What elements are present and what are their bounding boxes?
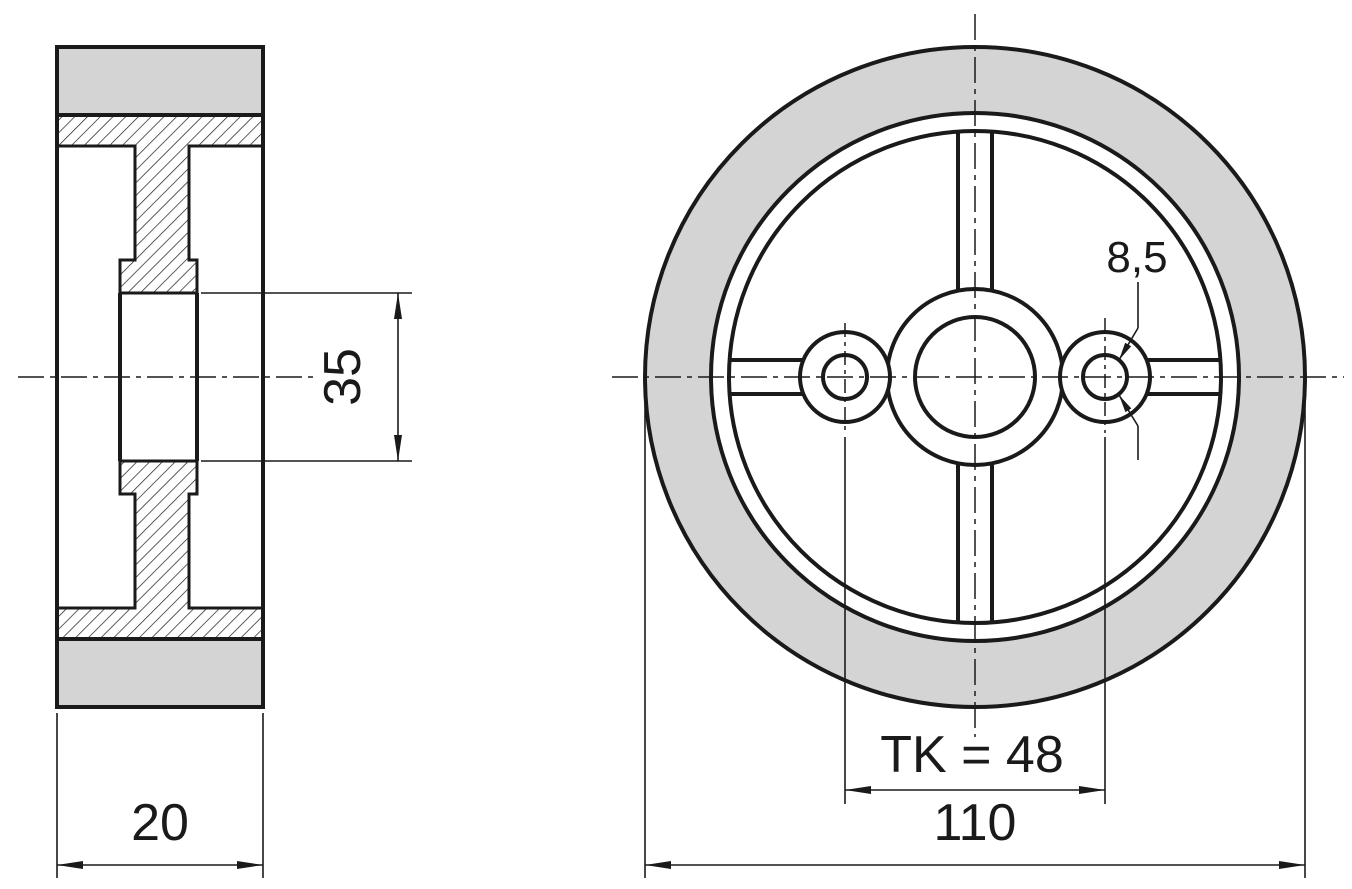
- dim-label-outer-diameter: 110: [934, 794, 1017, 852]
- side-section-view: [18, 45, 316, 709]
- dimension-bolt-circle: TK = 48: [844, 437, 1106, 804]
- leader-arrow-upper: [1118, 327, 1139, 361]
- dimension-outer-diameter: 110: [644, 400, 1306, 878]
- leader-arrow-lower: [1118, 394, 1139, 427]
- dim-label-width: 20: [131, 794, 189, 852]
- dim-label-bolt-circle: TK = 48: [880, 726, 1064, 784]
- dim-label-bore-diameter: 35: [314, 348, 372, 406]
- section-outline: [55, 45, 265, 709]
- dimension-bore-diameter: 35: [201, 292, 412, 462]
- section-hatch-upper: [55, 113, 265, 295]
- dim-label-hole-diameter: 8,5: [1106, 233, 1167, 282]
- spokes: [729, 131, 1221, 623]
- dimension-width: 20: [56, 713, 264, 878]
- rim-band-bottom: [55, 637, 265, 709]
- dimension-hole-diameter: 8,5: [1106, 233, 1168, 460]
- front-view: [612, 14, 1344, 737]
- section-hatch-lower: [55, 459, 265, 641]
- rim-band-top: [55, 45, 265, 117]
